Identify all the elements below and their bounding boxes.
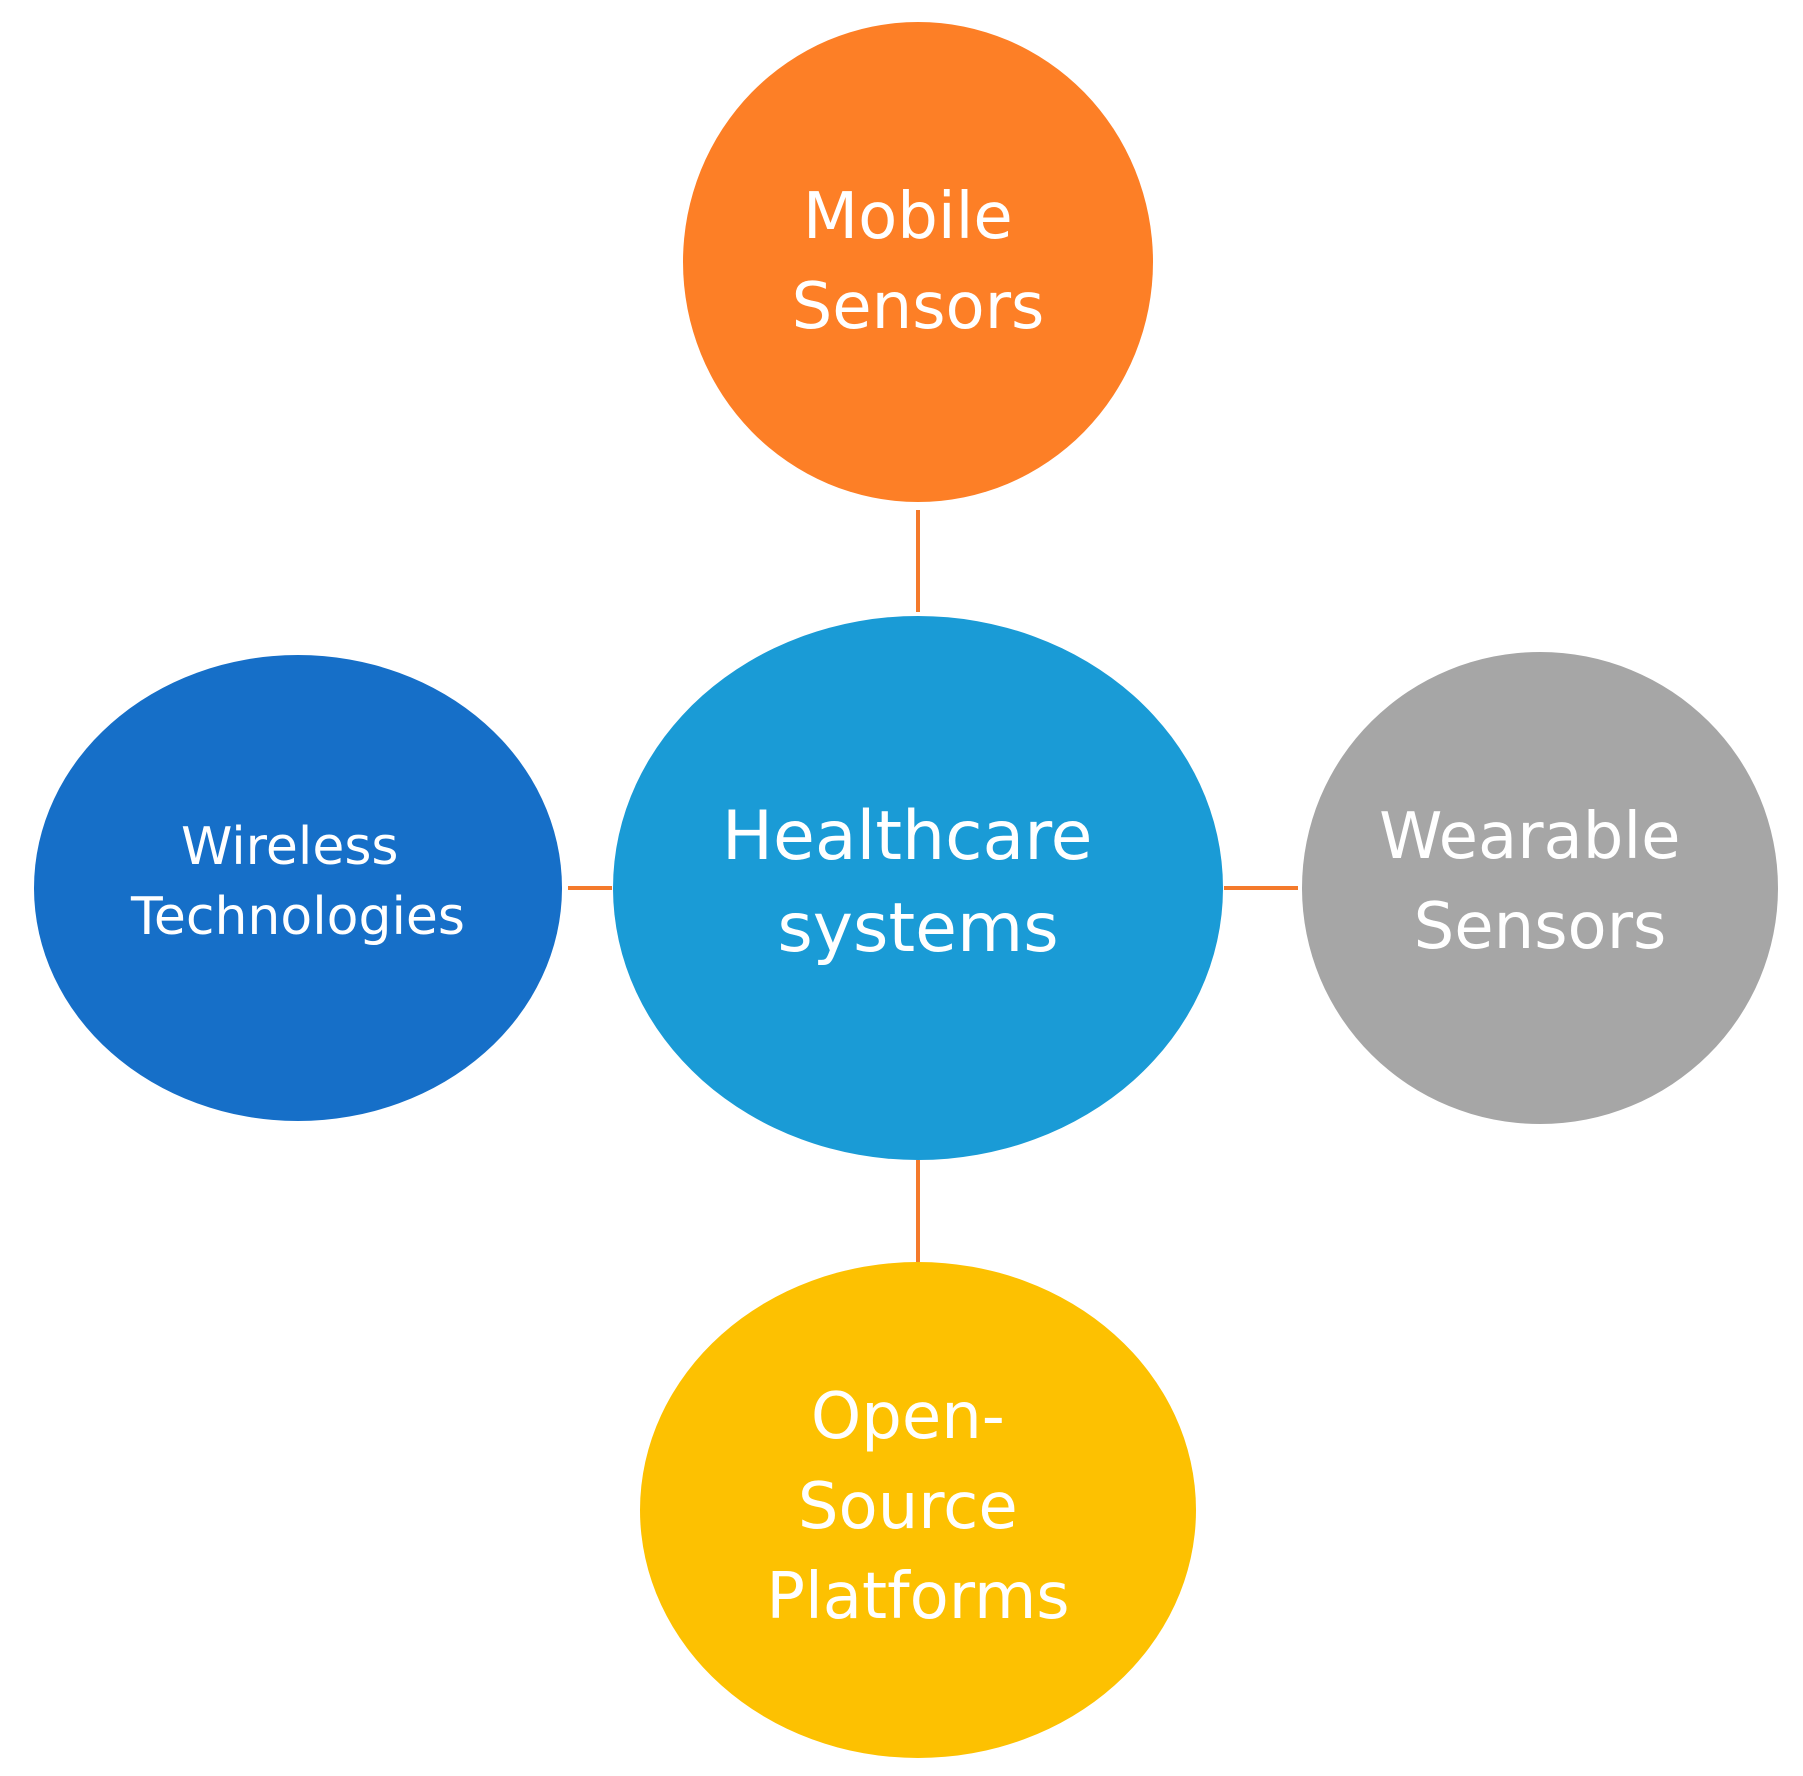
node-healthcare-systems-shape: [613, 616, 1223, 1160]
node-healthcare-systems-label: Healthcare systems: [722, 797, 1114, 968]
node-open-source-platforms-line: Platforms: [766, 1560, 1069, 1634]
node-wearable-sensors-line: Sensors: [1414, 890, 1667, 964]
node-wearable-sensors-label: Wearable Sensors: [1379, 800, 1701, 964]
connectors: [568, 510, 1298, 1262]
node-wireless-technologies-line: Technologies: [130, 887, 465, 947]
node-mobile-sensors-label: Mobile Sensors: [792, 180, 1045, 344]
node-mobile-sensors: Mobile Sensors: [683, 22, 1153, 502]
node-mobile-sensors-line: Mobile: [803, 180, 1013, 254]
node-open-source-platforms-line: Source: [798, 1470, 1018, 1544]
node-open-source-platforms-line: Open-: [811, 1380, 1005, 1454]
node-wearable-sensors: Wearable Sensors: [1302, 652, 1778, 1124]
node-healthcare-systems-line: systems: [777, 889, 1058, 968]
node-mobile-sensors-shape: [683, 22, 1153, 502]
node-healthcare-systems-line: Healthcare: [722, 797, 1093, 876]
node-wireless-technologies-label: Wireless Technologies: [130, 817, 465, 947]
node-open-source-platforms-label: Open- Source Platforms: [766, 1380, 1069, 1634]
node-open-source-platforms: Open- Source Platforms: [640, 1262, 1196, 1758]
node-mobile-sensors-line: Sensors: [792, 270, 1045, 344]
node-healthcare-systems: Healthcare systems: [613, 616, 1223, 1160]
node-open-source-platforms-shape: [640, 1262, 1196, 1758]
node-wearable-sensors-line: Wearable: [1379, 800, 1680, 874]
node-wireless-technologies: Wireless Technologies: [34, 655, 562, 1121]
node-wireless-technologies-shape: [34, 655, 562, 1121]
node-wireless-technologies-line: Wireless: [181, 817, 399, 877]
node-wearable-sensors-shape: [1302, 652, 1778, 1124]
